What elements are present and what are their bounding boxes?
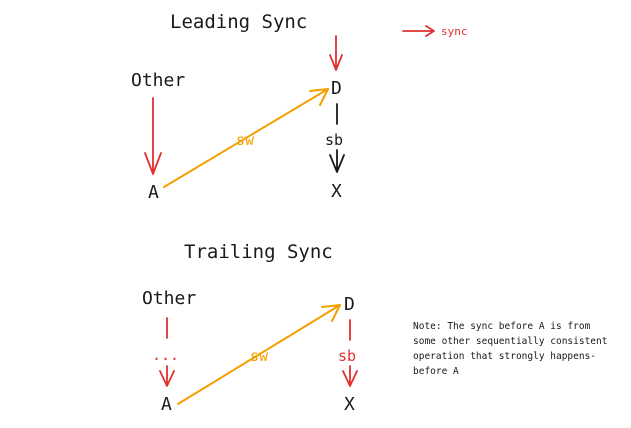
leading-sw-arrow <box>163 88 329 188</box>
trailing-sb-arrow <box>342 365 358 387</box>
note: Note: The sync before A is from some oth… <box>413 321 607 377</box>
legend: sync <box>402 25 468 38</box>
leading-sb-arrow <box>329 149 345 173</box>
trailing-sync-section: Trailing Sync Other ... A sw D sb X <box>142 241 358 415</box>
trailing-sb-label: sb <box>338 347 356 365</box>
leading-node-a: A <box>148 182 159 203</box>
trailing-other-sync-arrow <box>159 365 175 387</box>
leading-sb-label: sb <box>325 131 343 149</box>
trailing-dots: ... <box>152 346 179 364</box>
leading-node-x: X <box>331 181 342 202</box>
note-line: Note: The sync before A is from <box>413 321 591 332</box>
legend-label: sync <box>441 25 468 38</box>
trailing-node-d: D <box>344 294 355 315</box>
trailing-node-a: A <box>161 394 172 415</box>
leading-node-d: D <box>331 78 342 99</box>
leading-d-sync-arrow <box>329 35 343 71</box>
trailing-title: Trailing Sync <box>184 241 333 263</box>
leading-other-label: Other <box>131 70 185 91</box>
leading-other-sync-arrow <box>144 97 162 175</box>
leading-sw-label: sw <box>236 131 255 149</box>
leading-title: Leading Sync <box>170 11 307 33</box>
leading-sync-section: Leading Sync Other A sw D sb X <box>131 11 345 203</box>
trailing-node-x: X <box>344 394 355 415</box>
trailing-sw-label: sw <box>250 347 269 365</box>
legend-sync-arrow <box>402 25 435 37</box>
trailing-sw-arrow <box>177 304 341 405</box>
note-line: some other sequentially consistent <box>413 336 607 347</box>
note-line: operation that strongly happens- <box>413 351 596 362</box>
trailing-other-label: Other <box>142 288 196 309</box>
note-line: before A <box>413 366 459 377</box>
